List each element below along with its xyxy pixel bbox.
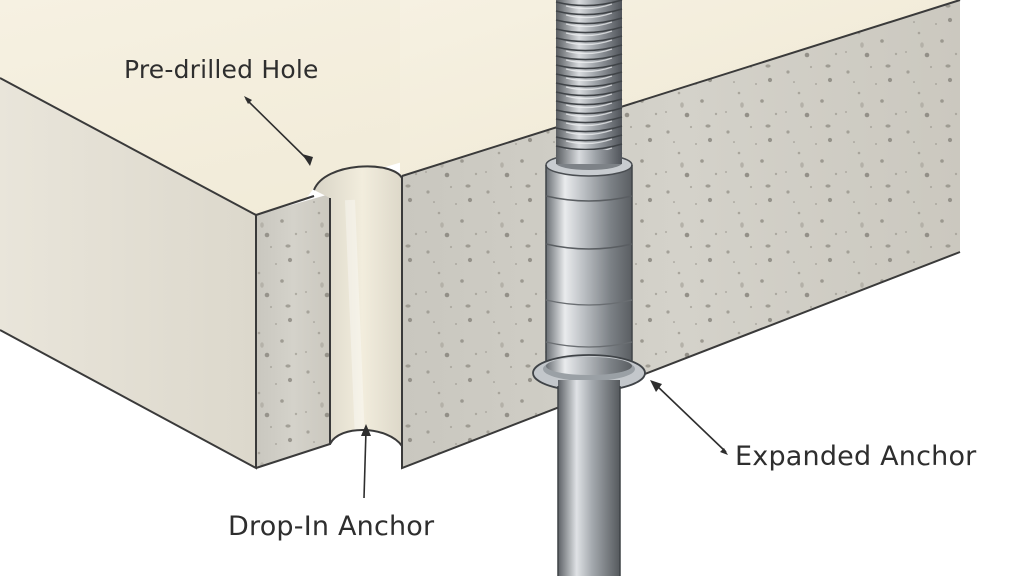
thread-ridge <box>555 80 623 88</box>
thread-highlight <box>565 102 613 109</box>
thread-highlight <box>565 12 613 19</box>
thread-highlight <box>565 57 613 64</box>
thread-highlight <box>565 21 613 28</box>
thread-highlight <box>565 111 613 118</box>
thread-ridge <box>555 0 623 7</box>
thread-ridge <box>555 35 623 43</box>
thread-ridge <box>555 17 623 25</box>
leader-drop-in-anchor <box>361 424 371 499</box>
thread-ridge <box>555 62 623 70</box>
thread-highlight <box>565 39 613 46</box>
thread-highlight <box>565 75 613 82</box>
pre-drilled-hole-channel <box>314 166 402 447</box>
anchor-sleeve <box>546 165 632 365</box>
hole-rim <box>313 165 403 191</box>
label-pre-drilled-hole: Pre-drilled Hole <box>124 55 319 84</box>
thread-ridge <box>555 71 623 79</box>
slab-outline <box>0 77 257 470</box>
thread-highlight <box>565 84 613 91</box>
leader-expanded-anchor <box>650 380 728 455</box>
thread-ridge <box>555 26 623 34</box>
thread-ridge <box>555 107 623 115</box>
thread-ridge <box>555 143 623 151</box>
slab-left-face <box>0 78 256 468</box>
label-expanded-anchor: Expanded Anchor <box>735 441 977 472</box>
thread-ridge <box>555 53 623 61</box>
thread-ridge <box>555 44 623 52</box>
thread-ridge <box>555 98 623 106</box>
thread-highlight <box>565 93 613 100</box>
thread-ridge <box>555 8 623 16</box>
thread-highlight <box>565 3 613 10</box>
thread-ridge <box>555 134 623 142</box>
label-drop-in-anchor: Drop-In Anchor <box>228 511 435 542</box>
thread-ridge <box>555 89 623 97</box>
thread-highlight <box>565 30 613 37</box>
thread-highlight <box>565 66 613 73</box>
thread-ridge <box>555 116 623 124</box>
thread-ridge <box>555 125 623 133</box>
thread-highlight <box>565 48 613 55</box>
thread-highlight <box>565 138 613 145</box>
leader-pre-drilled-hole <box>244 96 313 166</box>
lower-rod <box>558 380 620 576</box>
thread-highlight <box>565 129 613 136</box>
thread-highlight <box>565 120 613 127</box>
